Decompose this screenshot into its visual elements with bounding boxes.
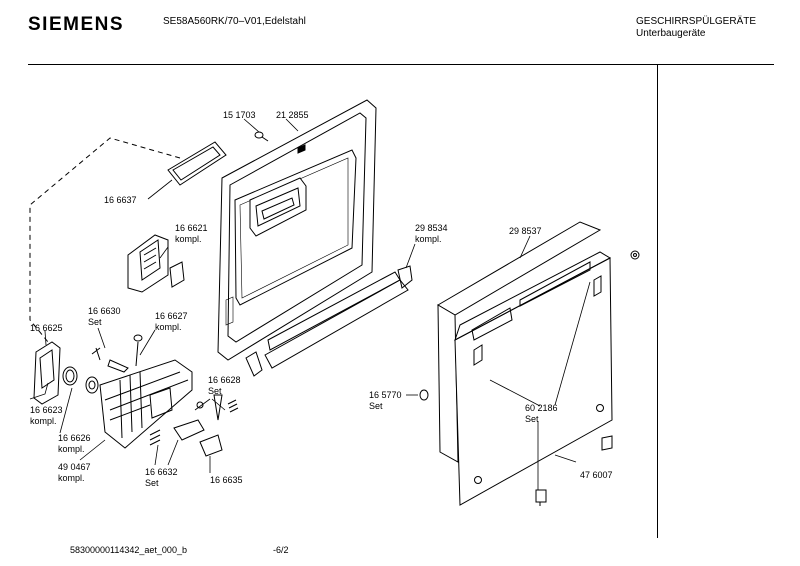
lever-set-part	[149, 419, 205, 446]
callout-165770: 16 5770	[369, 390, 402, 400]
hinge-pin-part	[535, 435, 613, 506]
brand-logo: SIEMENS	[28, 14, 125, 35]
callout-166630: 16 6630	[88, 306, 121, 316]
callout-212855: 21 2855	[276, 110, 309, 120]
callout-166627: 16 6627	[155, 311, 188, 321]
seal-frame-part	[167, 141, 227, 186]
seal-ring-part	[62, 366, 99, 394]
spring-set-part	[196, 394, 239, 421]
callout-166626-note: kompl.	[58, 444, 85, 454]
lever-spring-part	[91, 334, 143, 373]
micro-switch-part	[199, 434, 223, 457]
control-module-part	[99, 359, 193, 449]
callout-166623: 16 6623	[30, 405, 63, 415]
callout-166637: 16 6637	[104, 195, 137, 205]
callout-166626: 16 6626	[58, 433, 91, 443]
category-title: GESCHIRRSPÜLGERÄTE	[636, 16, 757, 27]
callout-490467: 49 0467	[58, 462, 91, 472]
callout-166628-note: Set	[208, 386, 222, 396]
callout-166630-note: Set	[88, 317, 102, 327]
callout-602186: 60 2186	[525, 403, 558, 413]
clip-part	[419, 389, 429, 401]
callout-151703: 15 1703	[223, 110, 256, 120]
callout-166635: 16 6635	[210, 475, 243, 485]
door-trim-bar-part	[245, 265, 413, 377]
callout-298534: 29 8534	[415, 223, 448, 233]
spacer-knob-part	[630, 250, 640, 260]
callout-298537: 29 8537	[509, 226, 542, 236]
callout-166632-note: Set	[145, 478, 159, 488]
inner-door-panel	[217, 99, 377, 361]
dispenser-bracket-part	[127, 234, 185, 293]
drawing-id: 58300000114342_aet_000_b	[70, 545, 187, 555]
leader-lines	[29, 118, 591, 490]
callout-166625: 16 6625	[30, 323, 63, 333]
callout-166632: 16 6632	[145, 467, 178, 477]
door-handle-part	[33, 341, 61, 405]
callout-166621: 16 6621	[175, 223, 208, 233]
margin-divider	[657, 65, 658, 538]
callout-166627-note: kompl.	[155, 322, 182, 332]
callout-490467-note: kompl.	[58, 473, 85, 483]
callout-476007: 47 6007	[580, 470, 613, 480]
callout-165770-note: Set	[369, 401, 383, 411]
model-designation: SE58A560RK/70–V01,Edelstahl	[163, 16, 306, 27]
callout-166623-note: kompl.	[30, 416, 57, 426]
callout-166621-note: kompl.	[175, 234, 202, 244]
screw-part	[254, 131, 269, 142]
callout-602186-note: Set	[525, 414, 539, 424]
dashed-connection-line	[29, 137, 181, 343]
callout-298534-note: kompl.	[415, 234, 442, 244]
outer-door-panel	[437, 221, 613, 506]
category-subtitle: Unterbaugeräte	[636, 28, 706, 39]
page-number: -6/2	[273, 545, 289, 555]
header-divider	[28, 64, 774, 65]
callout-166628: 16 6628	[208, 375, 241, 385]
